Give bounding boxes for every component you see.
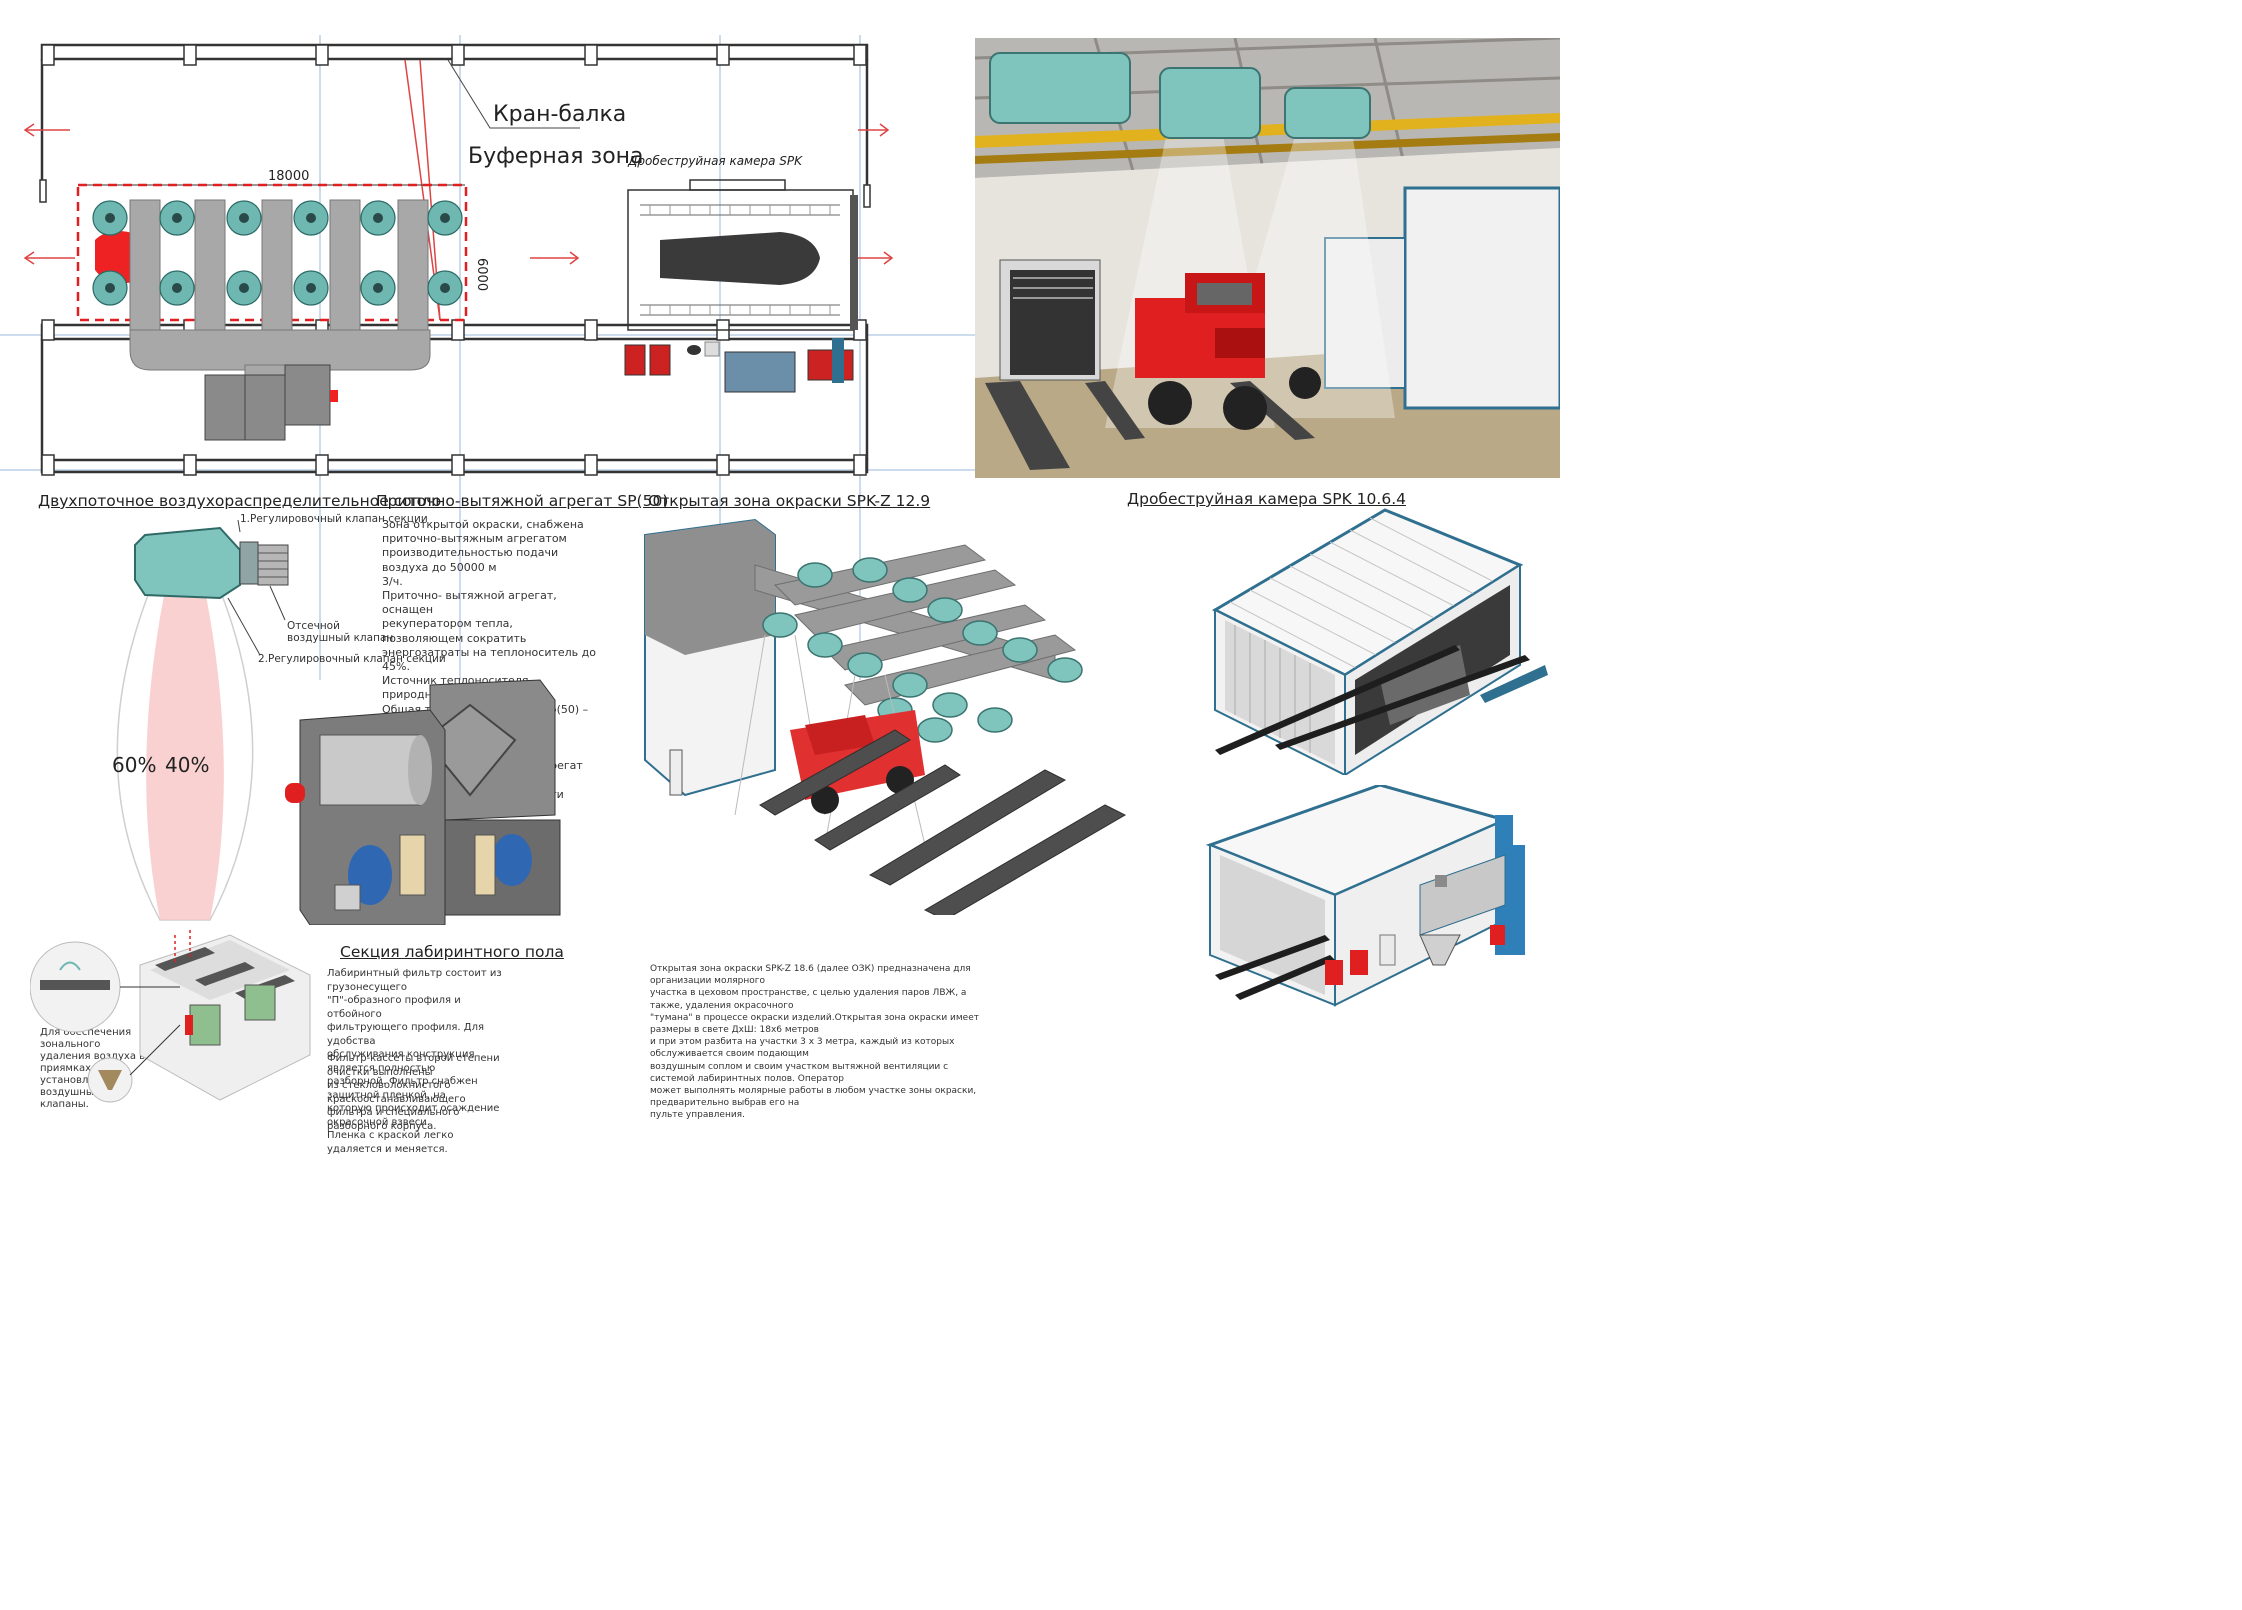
labyrinth-title: Секция лабиринтного пола [340,943,564,961]
pct-right: 40% [165,753,210,777]
plan-shot-chamber-label: Дробеструйная камера SPK [627,154,803,168]
render-top-caption: Дробеструйная камера SPK 10.6.4 [1127,490,1406,508]
nozzle-diagram [116,520,289,921]
unit-title: Приточно-вытяжной агрегат SP(50) [376,492,669,510]
labyrinth-text-1: Лабиринтный фильтр состоит из грузонесущ… [327,968,502,1155]
nozzle-callout-1: 1.Регулировочный клапан секции [240,513,428,525]
nozzle-title: Двухпоточное воздухораспределительное со… [38,492,442,510]
pct-left: 60% [112,753,157,777]
shot-chamber-interior-render [975,38,1560,478]
labyrinth-text-2: Фильтр-кассеты второй степени очистки вы… [327,1053,500,1132]
buffer-zone-label: Буферная зона [468,144,644,169]
open-zone-description: Открытая зона окраски SPK-Z 18.6 (далее … [650,964,979,1121]
shot-chamber-render-upper [1211,508,1548,775]
open-zone-title: Открытая зона окраски SPK-Z 12.9 [648,492,931,510]
plan-dim-length: 18000 [268,169,309,184]
plan-dim-width: 6000 [474,258,489,291]
ventilation-unit-render [285,679,561,925]
nozzle-callout-2: Отсечной воздушный клапан [287,620,394,644]
floor-plan: 18000 6000 Дробеструйная камера SPK [0,35,1300,680]
crane-label: Кран-балка [493,102,627,127]
nozzle-callout-3: 2.Регулировочный клапан секции [258,653,446,665]
labyrinth-floor-render [30,930,311,1103]
open-zone-render [644,518,1127,915]
shot-chamber-render-lower [1205,785,1525,1007]
